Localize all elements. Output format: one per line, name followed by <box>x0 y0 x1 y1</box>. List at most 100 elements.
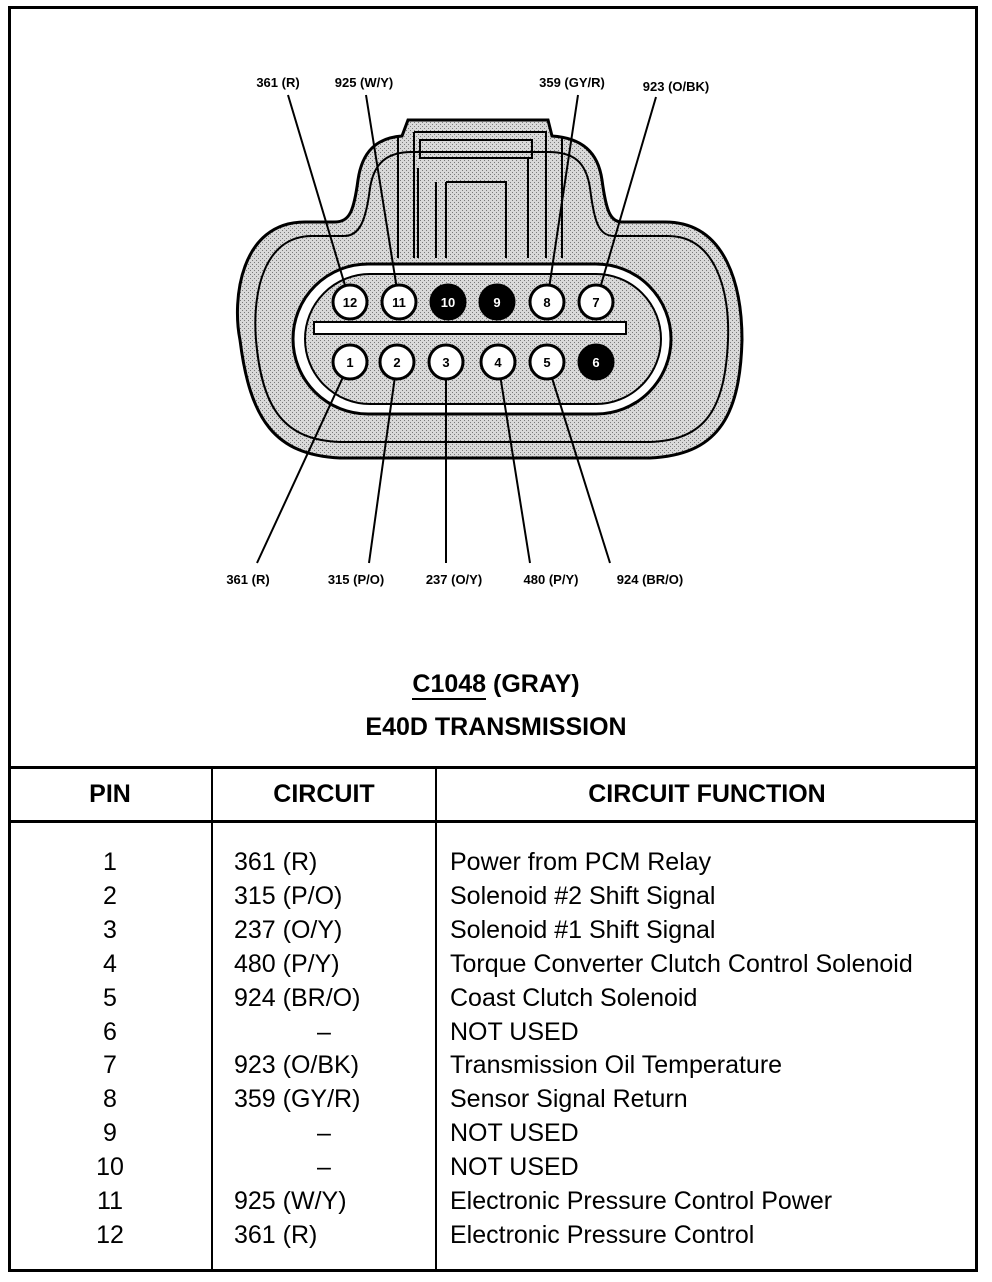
cell-circuit-function: Electronic Pressure Control <box>450 1220 755 1249</box>
cell-circuit-function: Transmission Oil Temperature <box>450 1051 783 1080</box>
cell-circuit-function: Solenoid #2 Shift Signal <box>450 881 716 910</box>
table-row: 5 924 (BR/O) Coast Clutch Solenoid <box>0 984 992 1018</box>
connector-color: (GRAY) <box>493 670 580 698</box>
table-row: 9 – NOT USED <box>0 1119 992 1153</box>
pin-number: 2 <box>393 355 400 370</box>
pin-5: 5 <box>528 343 566 381</box>
cell-circuit: 315 (P/O) <box>234 881 343 910</box>
cell-circuit: 359 (GY/R) <box>234 1085 361 1114</box>
table-divider <box>211 768 213 1272</box>
table-top-border <box>8 766 978 769</box>
pin-number: 11 <box>392 295 406 310</box>
leader-line-pin-12 <box>287 94 351 303</box>
pin-12: 12 <box>331 283 369 321</box>
wire-label-pin-3: 237 (O/Y) <box>426 572 482 587</box>
pin-circle <box>577 283 615 321</box>
wire-label-pin-5: 924 (BR/O) <box>617 572 683 587</box>
cell-pin: 6 <box>103 1017 117 1046</box>
cell-pin: 5 <box>103 983 117 1012</box>
pin-number: 3 <box>442 355 449 370</box>
wire-label-pin-12: 361 (R) <box>256 75 299 90</box>
cell-circuit: – <box>317 1017 331 1046</box>
pin-9: 9 <box>478 283 516 321</box>
pin-circle <box>479 343 517 381</box>
wire-label-pin-7: 923 (O/BK) <box>643 79 709 94</box>
cell-circuit: 361 (R) <box>234 1220 318 1249</box>
cell-circuit-function: Sensor Signal Return <box>450 1085 688 1114</box>
pin-1: 1 <box>331 343 369 381</box>
table-row: 10 – NOT USED <box>0 1153 992 1187</box>
pin-4: 4 <box>479 343 517 381</box>
cell-pin: 8 <box>103 1085 117 1114</box>
cell-pin: 2 <box>103 881 117 910</box>
cell-circuit: – <box>317 1153 331 1182</box>
cell-pin: 12 <box>96 1220 124 1249</box>
table-row: 2 315 (P/O) Solenoid #2 Shift Signal <box>0 882 992 916</box>
leader-line-pin-8 <box>546 94 579 303</box>
leader-line-pin-11 <box>365 94 400 303</box>
pin-number: 6 <box>592 355 599 370</box>
cell-circuit-function: NOT USED <box>450 1119 579 1148</box>
table-divider <box>435 768 437 1272</box>
page-frame <box>8 6 978 1272</box>
connector-id: C1048 <box>412 670 487 700</box>
pin-number: 7 <box>592 295 599 310</box>
pin-2: 2 <box>378 343 416 381</box>
wire-labels: 361 (R) 315 (P/O) 237 (O/Y) 480 (P/Y) 924 (B… <box>226 75 709 587</box>
connector-subtitle: E40D TRANSMISSION <box>365 713 627 741</box>
cell-pin: 11 <box>97 1187 123 1215</box>
pin-circle-unused <box>577 343 615 381</box>
cell-circuit-function: Solenoid #1 Shift Signal <box>450 915 716 944</box>
wire-label-pin-8: 359 (GY/R) <box>539 75 605 90</box>
cell-circuit-function: Coast Clutch Solenoid <box>450 983 698 1012</box>
leader-lines <box>256 94 657 564</box>
pin-circle <box>528 283 566 321</box>
cell-pin: 4 <box>103 949 117 978</box>
leader-line-pin-7 <box>595 96 657 303</box>
pin-circle <box>331 283 369 321</box>
pin-number: 1 <box>346 355 353 370</box>
leader-line-pin-1 <box>256 361 351 564</box>
leader-line-pin-2 <box>368 361 398 564</box>
pin-10: 10 <box>429 283 467 321</box>
pin-7: 7 <box>577 283 615 321</box>
connector-title: C1048 (GRAY) <box>0 670 992 700</box>
cell-circuit: 237 (O/Y) <box>234 915 343 944</box>
pin-number: 10 <box>441 295 455 310</box>
cell-circuit: 923 (O/BK) <box>234 1051 360 1080</box>
pin-number: 8 <box>543 295 550 310</box>
pin-11: 11 <box>380 283 418 321</box>
cell-pin: 9 <box>103 1119 117 1148</box>
leader-line-pin-4 <box>497 361 531 564</box>
pin-8: 8 <box>528 283 566 321</box>
cell-circuit: 925 (W/Y) <box>234 1187 347 1215</box>
wire-label-pin-1: 361 (R) <box>226 572 269 587</box>
cell-pin: 3 <box>103 915 117 944</box>
pin-circle <box>380 283 418 321</box>
table-row: 8 359 (GY/R) Sensor Signal Return <box>0 1085 992 1119</box>
header-circuit-function: CIRCUIT FUNCTION <box>588 780 826 808</box>
cell-pin: 10 <box>96 1153 124 1182</box>
wire-label-pin-2: 315 (P/O) <box>328 572 384 587</box>
cell-circuit: – <box>317 1119 331 1148</box>
header-pin: PIN <box>89 780 131 808</box>
pin-number: 5 <box>543 355 550 370</box>
pin-number: 9 <box>493 295 500 310</box>
wire-label-pin-4: 480 (P/Y) <box>524 572 579 587</box>
cell-pin: 1 <box>103 848 117 876</box>
table-row: 6–NOT USED <box>0 1018 992 1052</box>
pin-circle-unused <box>429 283 467 321</box>
wire-label-pin-11: 925 (W/Y) <box>335 75 394 90</box>
cell-circuit: 361 (R) <box>234 848 318 876</box>
leader-line-pin-5 <box>546 361 611 564</box>
cell-circuit: 480 (P/Y) <box>234 949 340 978</box>
cell-circuit: 924 (BR/O) <box>234 983 361 1012</box>
cell-circuit-function: NOT USED <box>450 1153 579 1182</box>
table-header-border <box>8 820 978 823</box>
pin-3: 3 <box>427 343 465 381</box>
